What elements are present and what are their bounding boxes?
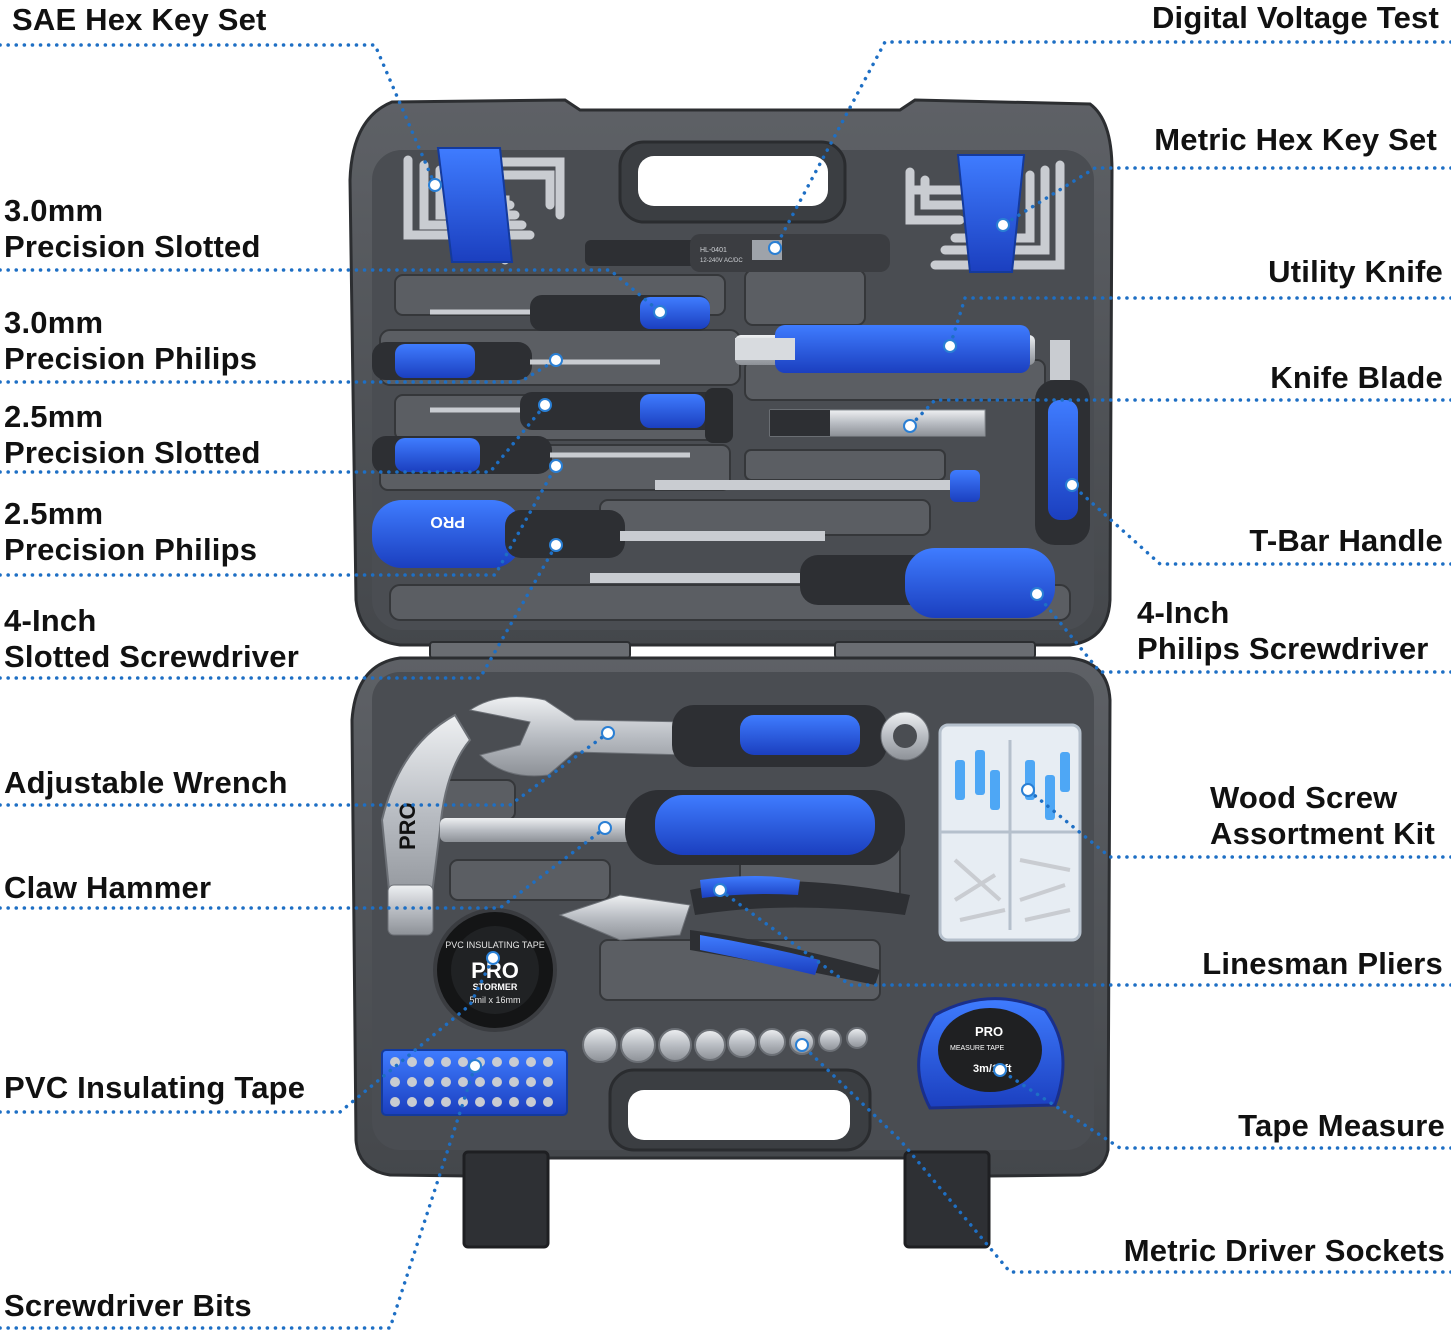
label-prec-slotted-30: 3.0mm Precision Slotted: [4, 193, 261, 264]
label-knife-blade: Knife Blade: [1270, 360, 1443, 395]
leader-prec-slotted-25: [0, 403, 547, 474]
label-utility-knife: Utility Knife: [1268, 254, 1443, 289]
label-sae-hex: SAE Hex Key Set: [12, 2, 267, 37]
linesman-pliers: [558, 876, 910, 985]
leader-sae-hex: [0, 43, 437, 187]
measure-label: MEASURE TAPE: [950, 1045, 1005, 1052]
claw-hammer: PRO: [380, 713, 905, 936]
metric-sockets: [582, 1027, 868, 1063]
leader-dots: [428, 178, 1079, 1077]
voltage-tester: HL-0401 12-240V AC/DC: [585, 234, 890, 272]
leader-tbar: [1070, 483, 1451, 566]
label-digital-voltage: Digital Voltage Test: [1151, 0, 1439, 35]
wood-screw-box: [938, 723, 1082, 942]
driver-brand: PRO: [430, 513, 465, 530]
t-bar-handle: [655, 340, 1090, 545]
label-wood-screw: Wood Screw Assortment Kit: [1210, 780, 1435, 851]
label-hammer: Claw Hammer: [4, 870, 212, 905]
leader-digital-voltage: [773, 40, 1451, 250]
leader-prec-slotted-30: [0, 268, 662, 314]
label-tbar: T-Bar Handle: [1249, 523, 1443, 558]
leader-pvc-tape: [0, 956, 495, 1114]
label-pvc-tape: PVC Insulating Tape: [4, 1070, 306, 1105]
leader-prec-philips-25: [0, 464, 558, 577]
leader-utility-knife: [948, 296, 1451, 348]
screwdriver-bits: [381, 1049, 568, 1116]
tape-size: 5mil x 16mm: [469, 995, 520, 1005]
case-base: [350, 656, 1112, 1249]
label-philips-4in: 4-Inch Philips Screwdriver: [1137, 595, 1429, 666]
leader-wrench: [0, 731, 610, 807]
tester-model: HL-0401: [700, 247, 727, 254]
label-prec-philips-25: 2.5mm Precision Philips: [4, 496, 258, 567]
label-metric-hex: Metric Hex Key Set: [1154, 122, 1437, 157]
leader-sockets: [800, 1043, 1451, 1274]
philips-screwdriver: [590, 548, 1055, 618]
label-pliers: Linesman Pliers: [1202, 946, 1443, 981]
label-prec-philips-30: 3.0mm Precision Philips: [4, 305, 258, 376]
leader-lines: [0, 40, 1451, 1330]
hammer-brand: PRO: [395, 802, 420, 850]
leader-pliers: [718, 888, 1451, 987]
label-sockets: Metric Driver Sockets: [1123, 1233, 1445, 1268]
label-bits: Screwdriver Bits: [4, 1288, 252, 1323]
sae-hex-holder: [436, 147, 514, 263]
leader-slotted-4in: [0, 543, 558, 680]
leader-metric-hex: [1001, 166, 1451, 227]
tape-measure: PRO MEASURE TAPE 3m/10ft: [917, 997, 1065, 1110]
label-tape-measure: Tape Measure: [1238, 1108, 1445, 1143]
pvc-tape: PVC INSULATING TAPE PRO STORMER 5mil x 1…: [433, 908, 557, 1032]
precision-screwdrivers: [372, 295, 733, 474]
adjustable-wrench: [468, 696, 930, 777]
leader-wood-screw: [1026, 788, 1451, 859]
measure-brand: PRO: [975, 1024, 1003, 1039]
knife-blades: [769, 409, 986, 437]
leader-prec-philips-30: [0, 358, 558, 384]
metric-hex-holder: [956, 154, 1026, 273]
utility-knife: [735, 325, 1035, 373]
tape-brand-sub: STORMER: [473, 982, 518, 992]
tester-range: 12-240V AC/DC: [700, 258, 743, 264]
label-prec-slotted-25: 2.5mm Precision Slotted: [4, 399, 261, 470]
label-slotted-4in: 4-Inch Slotted Screwdriver: [4, 603, 299, 674]
leader-bits: [0, 1064, 477, 1330]
slotted-screwdriver: PRO: [372, 500, 825, 568]
label-wrench: Adjustable Wrench: [4, 765, 288, 800]
leader-tape-measure: [998, 1068, 1451, 1150]
tape-text-top: PVC INSULATING TAPE: [445, 940, 545, 950]
